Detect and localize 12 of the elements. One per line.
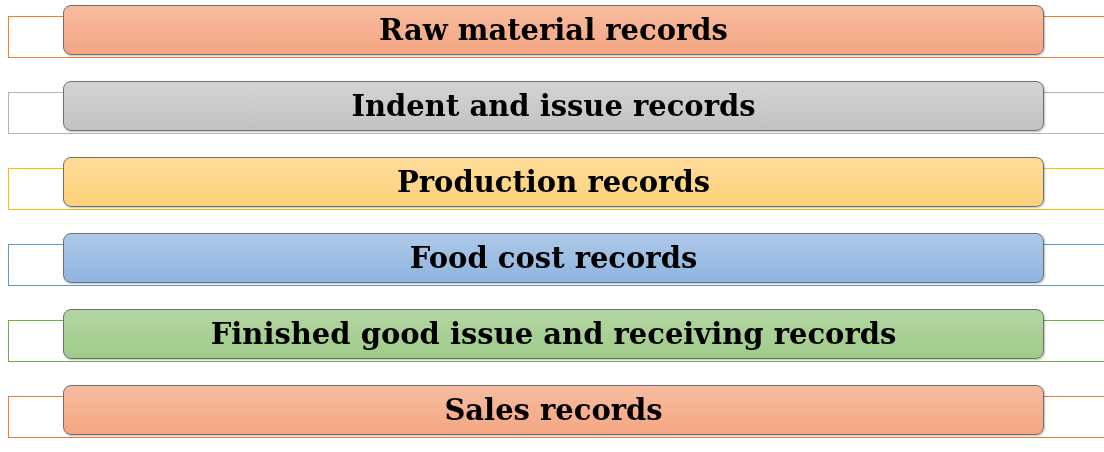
bar-title: Food cost records [409,243,698,273]
bar-title: Sales records [444,395,663,425]
bar-title: Production records [397,167,710,197]
record-bar [63,157,1044,207]
record-bar [63,309,1044,359]
record-bar [63,81,1044,131]
bar-title: Finished good issue and receiving records [210,319,897,349]
record-bar [63,385,1044,435]
bar-title: Raw material records [379,15,728,45]
record-bar [63,5,1044,55]
bar-title: Indent and issue records [351,91,756,121]
record-bar [63,233,1044,283]
